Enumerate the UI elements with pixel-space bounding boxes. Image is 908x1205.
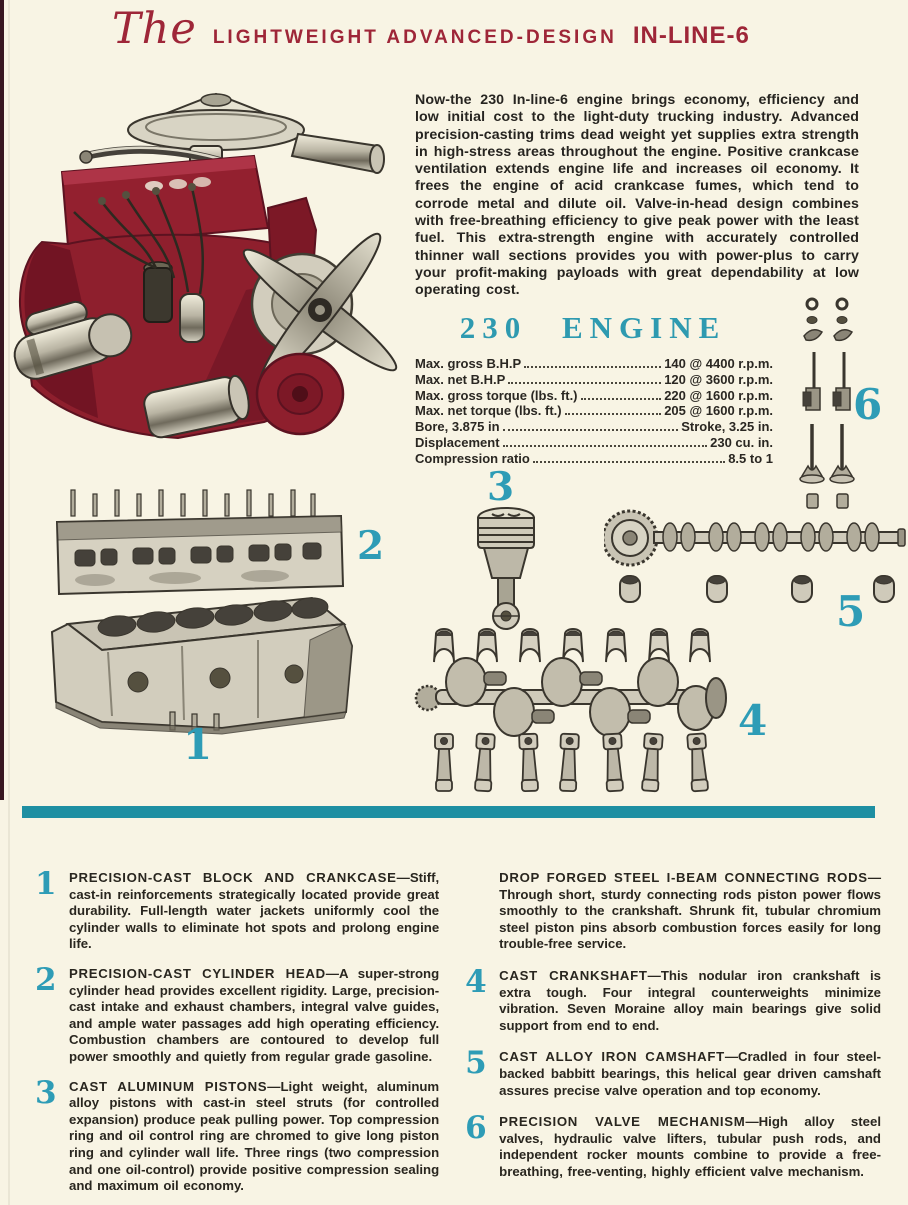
part-label-2: 2 bbox=[357, 523, 385, 569]
connecting-rods-illustration bbox=[434, 732, 709, 793]
cylinder-block-illustration bbox=[50, 596, 354, 735]
feature-number: 3 bbox=[35, 1074, 57, 1111]
spec-label: Bore, 3.875 in bbox=[415, 419, 500, 435]
spec-row: Max. net torque (lbs. ft.) 205 @ 1600 r.… bbox=[415, 403, 773, 419]
spec-row: Max. gross torque (lbs. ft.) 220 @ 1600 … bbox=[415, 388, 773, 404]
feature-item: 3 CAST ALUMINUM PISTONS—Light weight, al… bbox=[35, 1074, 439, 1195]
camshaft-illustration bbox=[604, 509, 906, 567]
feature-number: 1 bbox=[35, 866, 57, 902]
spec-row: Bore, 3.875 in Stroke, 3.25 in. bbox=[415, 419, 773, 435]
spec-value: Stroke, 3.25 in. bbox=[681, 419, 773, 435]
feature-body: —A super-strong cylinder head provides e… bbox=[69, 965, 440, 1064]
dot-leader bbox=[564, 413, 662, 416]
title-the: The bbox=[112, 4, 197, 54]
feature-number: 2 bbox=[35, 961, 57, 998]
feature-text: CAST CRANKSHAFT—This nodular iron cranks… bbox=[499, 968, 881, 1034]
spec-value: 140 @ 4400 r.p.m. bbox=[664, 356, 773, 371]
camshaft-bearings-illustration bbox=[619, 575, 895, 603]
paper-crease bbox=[8, 0, 10, 1205]
spec-row: Displacement 230 cu. in. bbox=[415, 435, 773, 451]
spec-table: Max. gross B.H.P 140 @ 4400 r.p.m. Max. … bbox=[415, 356, 773, 467]
section-divider bbox=[22, 806, 875, 818]
feature-heading: CAST ALUMINUM PISTONS bbox=[69, 1078, 268, 1094]
spec-value: 205 @ 1600 r.p.m. bbox=[664, 403, 773, 419]
feature-number: 4 bbox=[465, 963, 487, 1000]
page-title: The LIGHTWEIGHT ADVANCED-DESIGN IN-LINE-… bbox=[112, 4, 750, 54]
spec-value: 230 cu. in. bbox=[710, 434, 773, 450]
feature-item: 1 PRECISION-CAST BLOCK AND CRANKCASE—Sti… bbox=[35, 866, 439, 953]
feature-item: DROP FORGED STEEL I-BEAM CONNECTING RODS… bbox=[465, 870, 881, 953]
intro-paragraph: Now-the 230 In-line-6 engine brings econ… bbox=[415, 92, 859, 299]
feature-heading: DROP FORGED STEEL I-BEAM CONNECTING RODS bbox=[499, 870, 868, 885]
feature-text: PRECISION-CAST BLOCK AND CRANKCASE—Stiff… bbox=[69, 870, 439, 953]
feature-heading: PRECISION-CAST BLOCK AND CRANKCASE bbox=[69, 870, 397, 885]
feature-heading: CAST CRANKSHAFT bbox=[499, 967, 648, 983]
spec-label: Max. gross B.H.P bbox=[415, 356, 522, 371]
feature-item: 6 PRECISION VALVE MECHANISM—High alloy s… bbox=[465, 1110, 881, 1180]
feature-text: PRECISION VALVE MECHANISM—High alloy ste… bbox=[499, 1114, 881, 1180]
spec-heading: 230 ENGINE bbox=[459, 310, 727, 345]
spec-label: Max. net torque (lbs. ft.) bbox=[415, 403, 562, 419]
feature-item: 2 PRECISION-CAST CYLINDER HEAD—A super-s… bbox=[35, 961, 439, 1066]
feature-body: —Stiff, cast-in reinforcements strategic… bbox=[69, 870, 440, 952]
dot-leader bbox=[580, 397, 662, 400]
spec-label: Max. net B.H.P bbox=[415, 371, 506, 387]
feature-column-right: DROP FORGED STEEL I-BEAM CONNECTING RODS… bbox=[465, 870, 881, 1195]
spec-label: Compression ratio bbox=[415, 450, 530, 466]
feature-body: —This nodular iron crankshaft is extra t… bbox=[499, 967, 881, 1033]
spec-row: Compression ratio 8.5 to 1 bbox=[415, 451, 773, 467]
part-label-3: 3 bbox=[487, 464, 515, 510]
part-label-4: 4 bbox=[738, 696, 768, 745]
feature-list: 1 PRECISION-CAST BLOCK AND CRANKCASE—Sti… bbox=[35, 866, 881, 1195]
spec-value: 220 @ 1600 r.p.m. bbox=[664, 387, 773, 403]
engine-assembly-illustration bbox=[13, 92, 398, 440]
feature-text: CAST ALLOY IRON CAMSHAFT—Cradled in four… bbox=[499, 1049, 881, 1099]
feature-body: —Through short, sturdy connecting rods p… bbox=[499, 870, 881, 952]
dot-leader bbox=[502, 444, 708, 447]
feature-text: DROP FORGED STEEL I-BEAM CONNECTING RODS… bbox=[499, 870, 881, 953]
feature-body: —Cradled in four steel-backed babbitt be… bbox=[499, 1049, 881, 1098]
cylinder-head-illustration bbox=[55, 489, 345, 596]
crankshaft-illustration bbox=[414, 657, 727, 737]
feature-item: 4 CAST CRANKSHAFT—This nodular iron cran… bbox=[465, 963, 881, 1034]
feature-heading: PRECISION VALVE MECHANISM bbox=[499, 1114, 746, 1130]
part-label-1: 1 bbox=[183, 720, 213, 769]
dot-leader bbox=[532, 460, 726, 463]
spec-label: Displacement bbox=[415, 434, 500, 450]
spec-value: 8.5 to 1 bbox=[728, 450, 773, 466]
title-suffix: IN-LINE-6 bbox=[632, 22, 750, 49]
feature-item: 5 CAST ALLOY IRON CAMSHAFT—Cradled in fo… bbox=[465, 1045, 881, 1099]
feature-number: 5 bbox=[465, 1045, 487, 1082]
dot-leader bbox=[502, 429, 679, 432]
feature-body: —Light weight, aluminum alloy pistons wi… bbox=[69, 1078, 440, 1194]
spec-row: Max. net B.H.P 120 @ 3600 r.p.m. bbox=[415, 372, 773, 388]
scan-edge-strip bbox=[0, 0, 4, 800]
spec-value: 120 @ 3600 r.p.m. bbox=[664, 371, 773, 387]
dot-leader bbox=[508, 381, 662, 384]
feature-text: CAST ALUMINUM PISTONS—Light weight, alum… bbox=[69, 1079, 439, 1195]
feature-column-left: 1 PRECISION-CAST BLOCK AND CRANKCASE—Sti… bbox=[35, 866, 439, 1195]
feature-heading: CAST ALLOY IRON CAMSHAFT bbox=[499, 1049, 725, 1065]
dot-leader bbox=[524, 366, 662, 368]
valve-mechanism-illustration bbox=[799, 297, 855, 509]
feature-body: —High alloy steel valves, hydraulic valv… bbox=[499, 1114, 881, 1179]
piston-illustration bbox=[477, 507, 535, 630]
title-main: LIGHTWEIGHT ADVANCED-DESIGN bbox=[212, 27, 617, 48]
part-label-6: 6 bbox=[853, 380, 883, 429]
main-bearings-illustration bbox=[433, 628, 711, 663]
spec-label: Max. gross torque (lbs. ft.) bbox=[415, 387, 578, 403]
feature-number bbox=[465, 870, 492, 953]
spec-row: Max. gross B.H.P 140 @ 4400 r.p.m. bbox=[415, 356, 773, 372]
part-label-5: 5 bbox=[836, 587, 866, 636]
feature-heading: PRECISION-CAST CYLINDER HEAD bbox=[69, 965, 326, 981]
feature-number: 6 bbox=[465, 1110, 487, 1147]
feature-text: PRECISION-CAST CYLINDER HEAD—A super-str… bbox=[69, 966, 439, 1066]
